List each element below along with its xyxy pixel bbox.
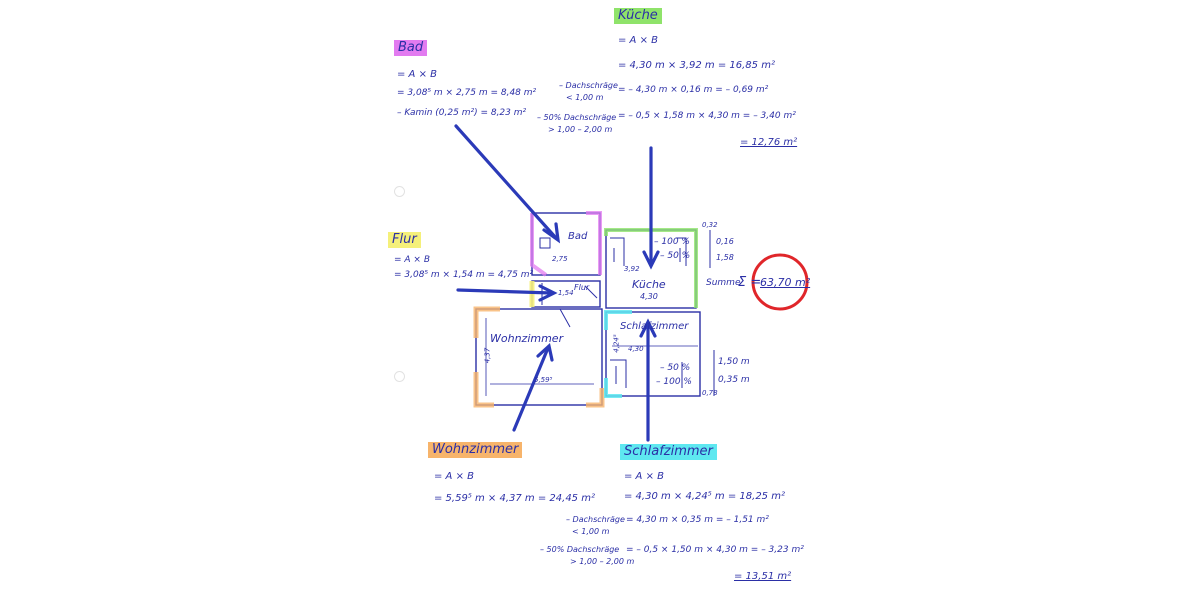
plan-dim-kueche: 4,30 — [640, 292, 658, 301]
calc-line: = 4,30 m × 4,24⁵ m = 18,25 m² — [624, 491, 785, 502]
calc-note: – 50% Dachschräge — [540, 545, 620, 554]
calc-line: = 5,59⁵ m × 4,37 m = 24,45 m² — [434, 493, 595, 504]
room-title-wohnzimmer: Wohnzimmer — [428, 442, 523, 459]
calc-result: = 12,76 m² — [740, 137, 798, 148]
calc-note: < 1,00 m — [566, 93, 604, 102]
punch-hole — [394, 371, 405, 382]
calc-line: = 4,30 m × 3,92 m = 16,85 m² — [618, 60, 775, 71]
plan-label-wohnzimmer: Wohnzimmer — [490, 332, 564, 345]
calc-line: – Kamin (0,25 m²) = 8,23 m² — [397, 108, 527, 118]
calc-note: – Dachschräge — [559, 81, 618, 90]
arrow-bad — [454, 124, 558, 240]
room-wohnzimmer-outline — [475, 308, 603, 406]
calc-note: > 1,00 – 2,00 m — [570, 557, 635, 566]
plan-pct-50-top: – 50 % — [660, 251, 691, 261]
calc-result: = 13,51 m² — [734, 571, 792, 582]
plan-depth-kueche: 3,92 — [624, 265, 640, 273]
calc-note: – Dachschräge — [566, 515, 625, 524]
room-title-kueche: Küche — [614, 8, 662, 25]
calc-line: = – 0,5 × 1,58 m × 4,30 m = – 3,40 m² — [618, 111, 796, 121]
plan-dim-schlaf: 4,30 — [628, 345, 644, 353]
plan-label-bad: Bad — [568, 231, 588, 242]
room-title-bad: Bad — [394, 40, 428, 57]
plan-label-schlafzimmer: Schlafzimmer — [620, 321, 689, 332]
plan-label-flur: Flur — [574, 283, 590, 292]
side-dim: 0,78 — [702, 389, 718, 397]
plan-dim-flur: 1,54 — [558, 289, 574, 297]
plan-pct-100-top: – 100 % — [654, 237, 690, 247]
plan-pct-50-bottom: – 50 % — [660, 363, 691, 373]
plan-dim-wohn-height: 4,37 — [483, 347, 492, 364]
calc-line: = A × B — [394, 255, 430, 265]
summe-label: Summe — [706, 278, 741, 288]
total-area: 63,70 m² — [760, 276, 811, 289]
calc-line: = A × B — [618, 35, 658, 46]
side-dim: 0,32 — [702, 221, 718, 229]
calc-line: = – 4,30 m × 0,16 m = – 0,69 m² — [618, 85, 769, 95]
room-schlafzimmer-outline — [605, 311, 701, 397]
calc-line: = 4,30 m × 0,35 m = – 1,51 m² — [626, 515, 769, 525]
plan-pct-100-bottom: – 100 % — [656, 377, 692, 387]
side-dim: 0,16 — [716, 237, 734, 246]
total-circle — [751, 253, 809, 311]
plan-depth-schlaf: 4,24⁵ — [612, 334, 621, 353]
room-title-flur: Flur — [388, 232, 421, 249]
side-dim: 0,35 m — [718, 375, 750, 385]
plan-dim-wohn-width: 5,59⁵ — [534, 376, 553, 384]
calc-note: – 50% Dachschräge — [537, 113, 617, 122]
room-title-schlafzimmer: Schlafzimmer — [620, 444, 717, 461]
calc-line: = 3,08⁵ m × 2,75 m = 8,48 m² — [397, 88, 537, 98]
side-dim: 1,58 — [716, 253, 734, 262]
plan-dim-bad: 2,75 — [552, 255, 568, 263]
arrow-wohnzimmer — [512, 346, 550, 432]
calc-note: < 1,00 m — [572, 527, 610, 536]
calc-line: = – 0,5 × 1,50 m × 4,30 m = – 3,23 m² — [626, 545, 804, 555]
sigma: Σ = — [738, 275, 762, 290]
calc-line: = A × B — [397, 69, 437, 80]
arrow-flur — [456, 288, 554, 295]
side-dim: 1,50 m — [718, 357, 750, 367]
punch-hole — [394, 186, 405, 197]
calc-line: = A × B — [624, 471, 664, 482]
calc-note: > 1,00 – 2,00 m — [548, 125, 613, 134]
calc-line: = A × B — [434, 471, 474, 482]
calc-line: = 3,08⁵ m × 1,54 m = 4,75 m² — [394, 270, 534, 280]
plan-label-kueche: Küche — [632, 278, 666, 291]
